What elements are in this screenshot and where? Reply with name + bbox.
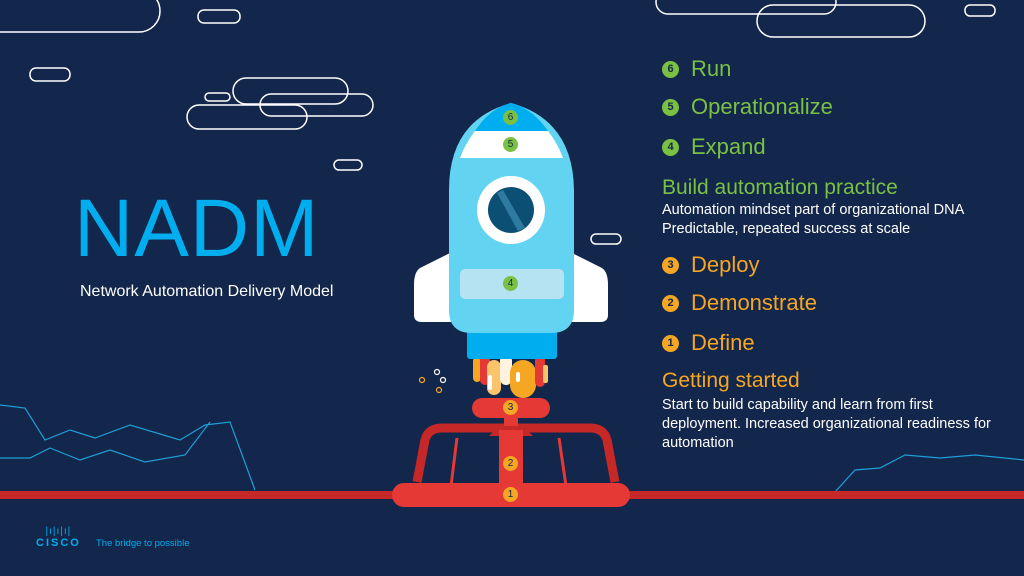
clouds: [0, 0, 996, 245]
step-label: Demonstrate: [691, 290, 817, 315]
rocket-label-4: 4: [503, 276, 518, 291]
rocket-label-1: 1: [503, 487, 518, 502]
rocket-label-6: 6: [503, 110, 518, 125]
rocket-flames: [418, 355, 548, 398]
step-label: Run: [691, 56, 732, 81]
rocket: [414, 103, 608, 359]
step-label: Deploy: [691, 252, 760, 277]
step-deploy: 3 Deploy: [662, 252, 759, 278]
step-number: 5: [662, 98, 679, 116]
cisco-bars-icon: |ı|ı|ı|: [45, 526, 72, 537]
step-number: 4: [662, 138, 679, 156]
phase-title-start: Getting started: [662, 369, 800, 392]
step-number: 6: [662, 60, 679, 78]
mountains: [0, 404, 1024, 493]
rocket-label-2: 2: [503, 456, 518, 471]
rocket-label-5: 5: [503, 137, 518, 152]
phase-title-build: Build automation practice: [662, 176, 898, 199]
page-title: NADM: [74, 183, 320, 274]
rocket-label-3: 3: [503, 400, 518, 415]
step-demonstrate: 2 Demonstrate: [662, 290, 817, 316]
cisco-logo: |ı|ı|ı| CISCO: [36, 526, 81, 549]
step-label: Operationalize: [691, 94, 833, 119]
step-number: 2: [662, 294, 679, 312]
step-operationalize: 5 Operationalize: [662, 94, 833, 120]
step-number: 1: [662, 334, 679, 352]
step-expand: 4 Expand: [662, 134, 766, 160]
tagline: The bridge to possible: [96, 538, 190, 549]
step-label: Expand: [691, 134, 766, 159]
cisco-wordmark: CISCO: [36, 537, 81, 549]
step-number: 3: [662, 256, 679, 274]
step-label: Define: [691, 330, 755, 355]
page-subtitle: Network Automation Delivery Model: [80, 283, 334, 300]
step-run: 6 Run: [662, 56, 731, 82]
phase-desc-start: Start to build capability and learn from…: [662, 397, 991, 451]
step-define: 1 Define: [662, 330, 755, 356]
phase-desc-build: Automation mindset part of organizationa…: [662, 202, 964, 237]
